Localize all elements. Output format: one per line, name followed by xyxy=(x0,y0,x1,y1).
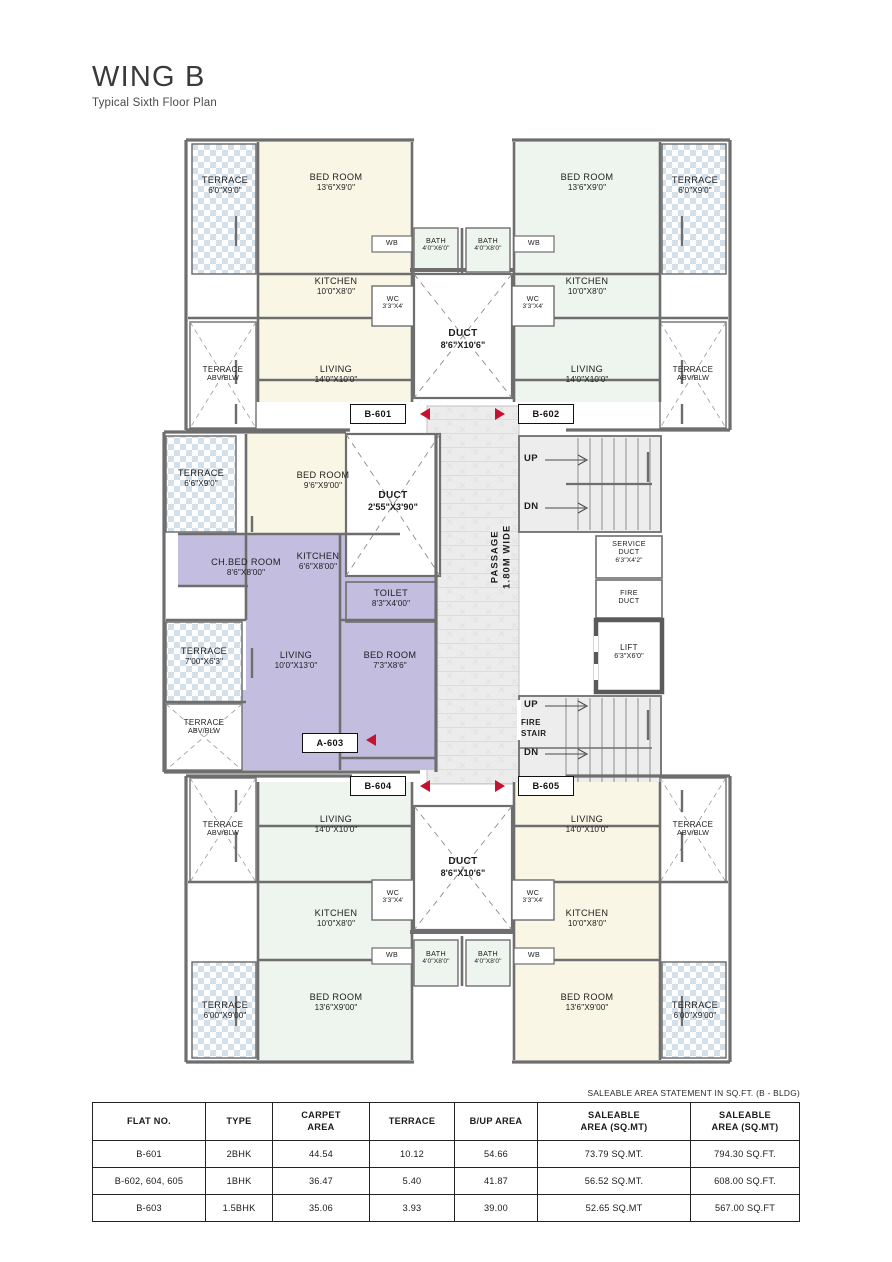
cell-flat-no: B-602, 604, 605 xyxy=(92,1167,206,1195)
cell-flat-no: B-603 xyxy=(92,1194,206,1222)
cell-bup-area: 39.00 xyxy=(454,1194,538,1222)
stair-up-label-top: UP xyxy=(524,453,538,464)
fire-stair-label-line1: FIRE xyxy=(521,718,541,727)
fire-stair-label-line2: STAIR xyxy=(521,729,547,738)
area-statement-caption: SALEABLE AREA STATEMENT IN SQ.FT. (B - B… xyxy=(587,1088,800,1098)
cell-terrace: 5.40 xyxy=(369,1167,455,1195)
stair-dn-label-bottom: DN xyxy=(524,747,539,758)
th-saleable-sqft: SALEABLE AREA (SQ.MT) xyxy=(690,1102,800,1141)
cell-saleable-sqmt: 52.65 SQ.MT xyxy=(537,1194,691,1222)
cell-bup-area: 54.66 xyxy=(454,1140,538,1168)
flat-tag-b604[interactable]: B-604 xyxy=(350,776,406,796)
cell-type: 1.5BHK xyxy=(205,1194,273,1222)
table-row: B-601 2BHK 44.54 10.12 54.66 73.79 SQ.MT… xyxy=(92,1140,800,1168)
table-header-row: FLAT NO. TYPE CARPET AREA TERRACE B/UP A… xyxy=(92,1102,800,1141)
flat-tag-b602[interactable]: B-602 xyxy=(518,404,574,424)
th-bup-area: B/UP AREA xyxy=(454,1102,538,1141)
cell-type: 1BHK xyxy=(205,1167,273,1195)
stair-up-label-bottom: UP xyxy=(524,699,538,710)
passage-label: PASSAGE 1.80M WIDE xyxy=(488,524,511,589)
cell-saleable-sqft: 794.30 SQ.FT. xyxy=(690,1140,800,1168)
cell-terrace: 10.12 xyxy=(369,1140,455,1168)
flat-tag-b605[interactable]: B-605 xyxy=(518,776,574,796)
cell-type: 2BHK xyxy=(205,1140,273,1168)
flat-tag-b601[interactable]: B-601 xyxy=(350,404,406,424)
th-flat-no: FLAT NO. xyxy=(92,1102,206,1141)
cell-carpet-area: 44.54 xyxy=(272,1140,370,1168)
th-terrace: TERRACE xyxy=(369,1102,455,1141)
cell-terrace: 3.93 xyxy=(369,1194,455,1222)
cell-bup-area: 41.87 xyxy=(454,1167,538,1195)
table-row: B-602, 604, 605 1BHK 36.47 5.40 41.87 56… xyxy=(92,1167,800,1195)
flat-tag-a603[interactable]: A-603 xyxy=(302,733,358,753)
cell-saleable-sqft: 567.00 SQ.FT xyxy=(690,1194,800,1222)
stair-dn-label-top: DN xyxy=(524,501,539,512)
plan-header: WING B Typical Sixth Floor Plan xyxy=(92,61,217,110)
cell-saleable-sqmt: 73.79 SQ.MT. xyxy=(537,1140,691,1168)
cell-flat-no: B-601 xyxy=(92,1140,206,1168)
table-row: B-603 1.5BHK 35.06 3.93 39.00 52.65 SQ.M… xyxy=(92,1194,800,1222)
cell-saleable-sqft: 608.00 SQ.FT. xyxy=(690,1167,800,1195)
cell-carpet-area: 35.06 xyxy=(272,1194,370,1222)
th-saleable-sqmt: SALEABLE AREA (SQ.MT) xyxy=(537,1102,691,1141)
th-type: TYPE xyxy=(205,1102,273,1141)
page-title: WING B xyxy=(92,61,206,93)
cell-carpet-area: 36.47 xyxy=(272,1167,370,1195)
saleable-area-table: FLAT NO. TYPE CARPET AREA TERRACE B/UP A… xyxy=(92,1102,800,1222)
page-subtitle: Typical Sixth Floor Plan xyxy=(92,97,217,110)
th-carpet-area: CARPET AREA xyxy=(272,1102,370,1141)
cell-saleable-sqmt: 56.52 SQ.MT. xyxy=(537,1167,691,1195)
